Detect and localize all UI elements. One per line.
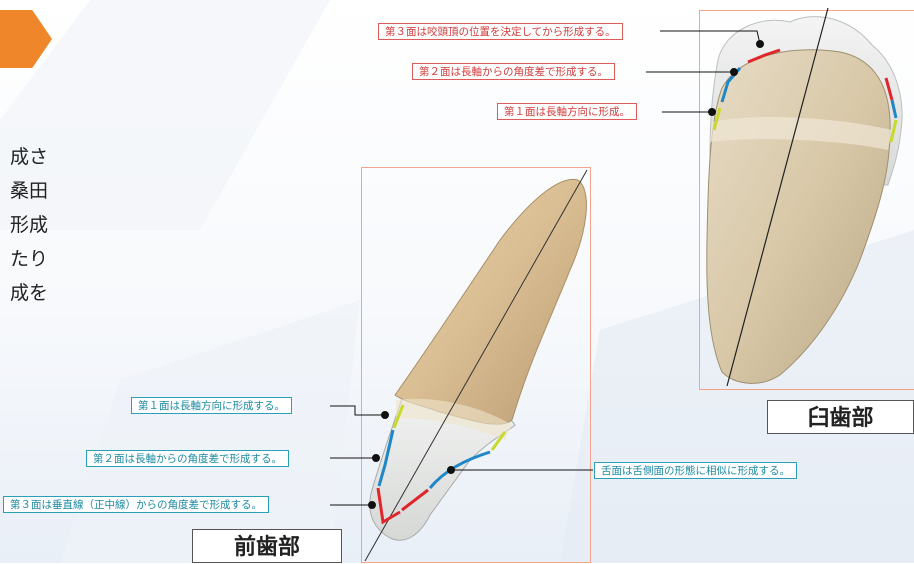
- anterior-label-surface-2: 第２面は長軸からの角度差で形成する。: [86, 450, 289, 467]
- molar-caption: 臼歯部: [767, 400, 914, 434]
- molar-label-surface-2: 第２面は長軸からの角度差で形成する。: [412, 63, 615, 80]
- anterior-long-axis: [365, 170, 587, 561]
- anterior-root: [395, 179, 586, 424]
- molar-body: [707, 50, 890, 383]
- molar-tooth: [707, 8, 902, 386]
- anterior-tooth: [365, 170, 587, 561]
- anterior-caption: 前歯部: [192, 529, 342, 563]
- anterior-label-surface-3: 第３面は垂直線（正中線）からの角度差で形成する。: [3, 496, 269, 513]
- anterior-label-surface-1: 第１面は長軸方向に形成する。: [131, 397, 292, 414]
- molar-label-surface-3: 第３面は咬頭頂の位置を決定してから形成する。: [378, 23, 623, 40]
- molar-label-surface-1: 第１面は長軸方向に形成。: [497, 103, 637, 120]
- anterior-label-lingual: 舌面は舌側面の形態に相似に形成する。: [594, 462, 797, 479]
